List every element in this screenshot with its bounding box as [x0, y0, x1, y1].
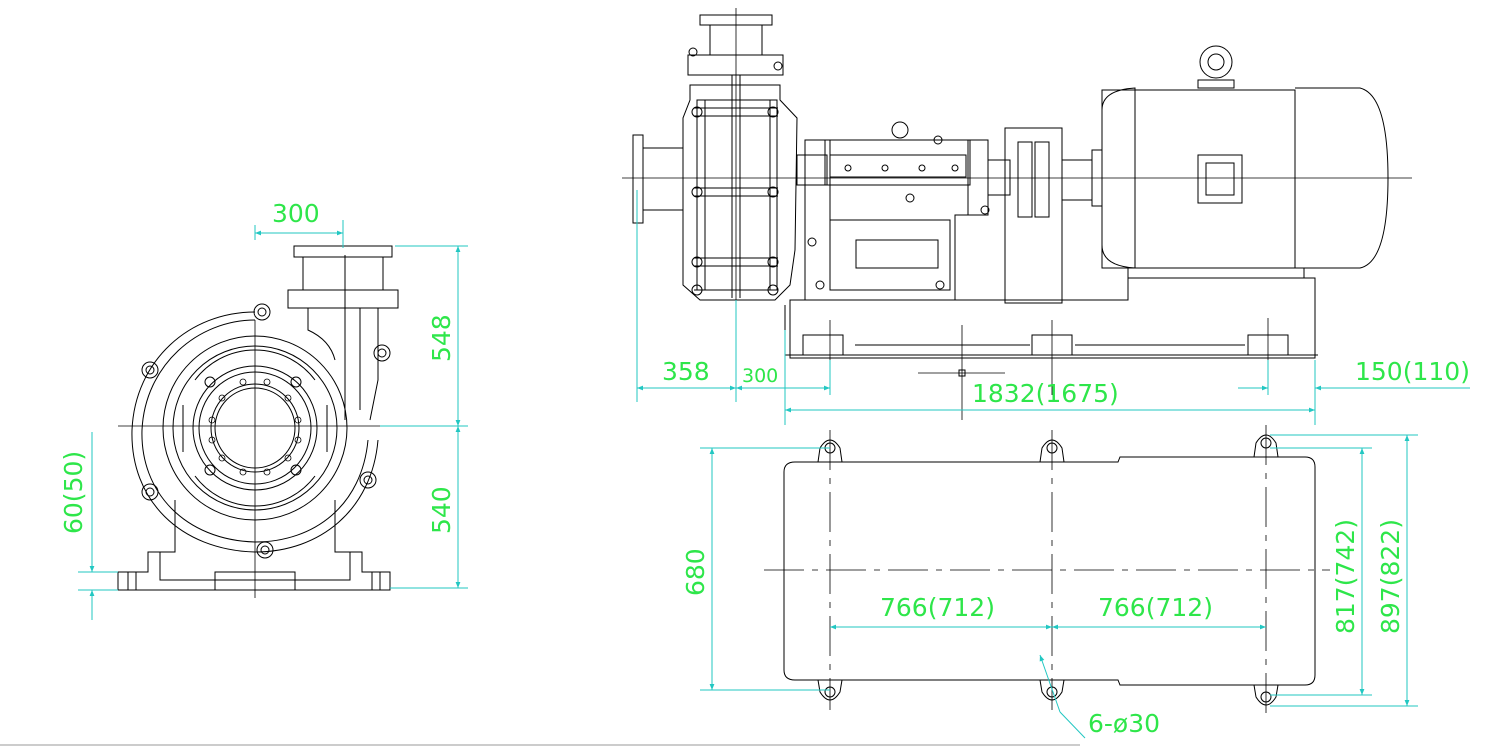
dim-side-1832: 1832(1675) — [972, 379, 1119, 408]
dim-plan-766-left: 766(712) — [880, 593, 995, 622]
dim-side-300: 300 — [742, 365, 778, 387]
plan-view — [764, 425, 1330, 715]
dim-front-300: 300 — [272, 199, 320, 228]
dim-front-60: 60(50) — [59, 451, 88, 534]
dim-plan-holes: 6-ø30 — [1088, 709, 1160, 738]
front-view — [117, 245, 399, 598]
plan-view-dimensions: 680 766(712) 766(712) 817(742) 897(822) … — [681, 434, 1418, 739]
dim-front-548: 548 — [427, 314, 456, 362]
side-view — [622, 8, 1412, 420]
dim-plan-680: 680 — [681, 548, 710, 596]
side-view-dimensions: 358 300 1832(1675) 150(110) — [636, 190, 1470, 425]
dim-side-358: 358 — [662, 357, 710, 386]
dim-plan-817: 817(742) — [1331, 519, 1360, 634]
dim-front-540: 540 — [427, 486, 456, 534]
dim-plan-897: 897(822) — [1376, 519, 1405, 634]
front-view-dimensions: 300 548 540 60(50) — [59, 199, 468, 620]
dim-plan-766-right: 766(712) — [1098, 593, 1213, 622]
dim-side-150: 150(110) — [1355, 357, 1470, 386]
